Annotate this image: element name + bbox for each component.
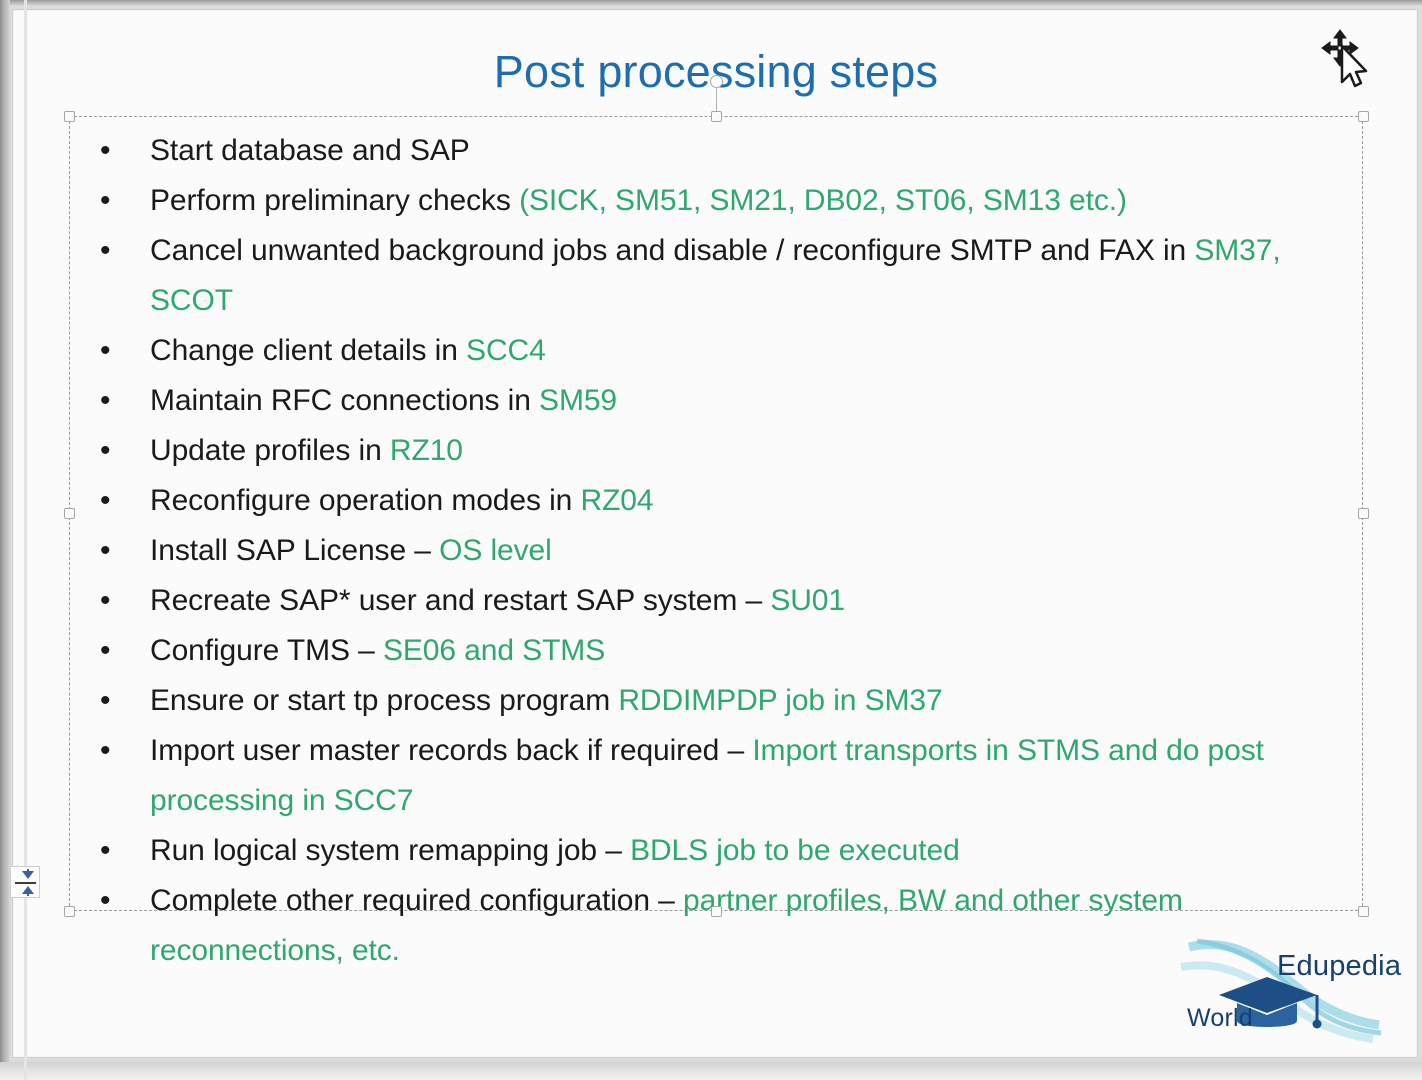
slide-title[interactable]: Post processing steps xyxy=(493,46,939,97)
window-top-border xyxy=(0,0,1422,7)
logo-text-world: World xyxy=(1187,1004,1253,1032)
bullet-text-segment: RZ04 xyxy=(580,484,654,517)
bullet-item-reconfigure-operation-modes[interactable]: • Reconfigure operation modes in RZ04 xyxy=(70,476,1364,526)
bullet-text-segment: Configure TMS – xyxy=(150,634,383,667)
bullet-text-segment: Reconfigure operation modes in xyxy=(150,484,581,517)
slide-canvas[interactable]: Post processing steps • Start database an… xyxy=(12,9,1418,1058)
split-stem-bottom xyxy=(27,891,29,896)
rotation-stem xyxy=(716,87,717,115)
bullet-text-segment: Recreate SAP* user and restart SAP syste… xyxy=(150,584,771,617)
bullet-marker-icon: • xyxy=(100,234,111,267)
bullet-text-segment: Start database and SAP xyxy=(150,134,470,167)
bullet-text-segment: Run logical system remapping job – xyxy=(150,834,631,867)
bullet-item-update-profiles[interactable]: • Update profiles in RZ10 xyxy=(70,426,1364,476)
arrow-up-icon xyxy=(22,886,34,894)
bullet-list[interactable]: • Start database and SAP • Perform prelimin… xyxy=(70,126,1364,976)
bullet-item-perform-preliminary-checks[interactable]: • Perform preliminary checks (SICK, SM51,… xyxy=(70,176,1364,226)
bullet-item-maintain-rfc-connections[interactable]: • Maintain RFC connections in SM59 xyxy=(70,376,1364,426)
bullet-marker-icon: • xyxy=(100,334,111,367)
bullet-marker-icon: • xyxy=(100,134,111,167)
content-placeholder[interactable]: • Start database and SAP • Perform prelimin… xyxy=(64,75,1369,967)
bullet-text-segment: Ensure or start tp process program xyxy=(150,684,619,717)
resize-handle-middle-left[interactable] xyxy=(64,508,75,519)
bullet-item-ensure-or-start-tp-process[interactable]: • Ensure or start tp process program RDDI… xyxy=(70,676,1364,726)
bullet-item-start-database-and-sap[interactable]: • Start database and SAP xyxy=(70,126,1364,176)
resize-handle-bottom-left[interactable] xyxy=(64,906,75,917)
bullet-text-segment: SM59 xyxy=(539,384,618,417)
bullet-text-segment: RDDIMPDP job in SM37 xyxy=(618,684,943,717)
split-divider-line xyxy=(15,882,36,884)
bullet-item-complete-other-configuration[interactable]: • Complete other required configuration –… xyxy=(70,876,1364,976)
bullet-text-segment: SCC4 xyxy=(466,334,546,367)
edupedia-world-logo: Edupedia World xyxy=(1167,933,1407,1051)
bullet-marker-icon: • xyxy=(100,434,111,467)
bullet-text-segment: Update profiles in xyxy=(150,434,390,467)
bullet-marker-icon: • xyxy=(100,834,111,867)
move-cursor-icon xyxy=(1320,28,1376,90)
logo-graphic xyxy=(1180,938,1382,1043)
bullet-text-segment: OS level xyxy=(439,534,552,567)
bullet-text-segment: BDLS job to be executed xyxy=(630,834,960,867)
split-pane-toggle-button[interactable] xyxy=(10,866,40,898)
resize-handle-middle-right[interactable] xyxy=(1358,508,1369,519)
window-left-border xyxy=(0,0,10,1080)
bullet-marker-icon: • xyxy=(100,684,111,717)
bullet-text-segment: Change client details in xyxy=(150,334,467,367)
resize-handle-top-left[interactable] xyxy=(64,111,75,122)
bullet-text-segment: SM37, SCOT xyxy=(150,234,1281,317)
bullet-text-segment: RZ10 xyxy=(389,434,463,467)
resize-handle-top-center[interactable] xyxy=(711,111,722,122)
bullet-marker-icon: • xyxy=(100,584,111,617)
bullet-text-segment: Maintain RFC connections in xyxy=(150,384,540,417)
bullet-marker-icon: • xyxy=(100,534,111,567)
logo-text-edupedia: Edupedia xyxy=(1277,950,1402,982)
bullet-item-configure-tms[interactable]: • Configure TMS – SE06 and STMS xyxy=(70,626,1364,676)
bullet-marker-icon: • xyxy=(100,634,111,667)
bullet-text-segment: (SICK, SM51, SM21, DB02, ST06, SM13 etc.… xyxy=(519,184,1127,217)
bullet-item-install-sap-license[interactable]: • Install SAP License – OS level xyxy=(70,526,1364,576)
bullet-text-segment: Cancel unwanted background jobs and disa… xyxy=(150,234,1195,267)
bullet-marker-icon: • xyxy=(100,384,111,417)
bullet-marker-icon: • xyxy=(100,484,111,517)
bullet-item-run-logical-system-remapping[interactable]: • Run logical system remapping job – BDLS… xyxy=(70,826,1364,876)
bullet-text-segment: Complete other required configuration – xyxy=(150,884,683,917)
resize-handle-bottom-right[interactable] xyxy=(1358,906,1369,917)
bullet-text-segment: Import user master records back if requi… xyxy=(150,734,753,767)
pane-divider-rail xyxy=(24,0,27,1080)
bullet-item-cancel-unwanted-background-jobs[interactable]: • Cancel unwanted background jobs and dis… xyxy=(70,226,1364,326)
bullet-item-recreate-sap-user[interactable]: • Recreate SAP* user and restart SAP syst… xyxy=(70,576,1364,626)
bullet-text-segment: SE06 and STMS xyxy=(382,634,606,667)
bullet-text-segment: SU01 xyxy=(770,584,845,617)
resize-handle-bottom-center[interactable] xyxy=(711,906,722,917)
window-bottom-border xyxy=(0,1062,1422,1080)
bullet-text-segment: Install SAP License – xyxy=(150,534,440,567)
bullet-item-import-user-master-records[interactable]: • Import user master records back if requ… xyxy=(70,726,1364,826)
bullet-text-segment: Import transports in STMS and do post pr… xyxy=(150,734,1264,817)
bullet-marker-icon: • xyxy=(100,184,111,217)
rotation-handle-icon[interactable] xyxy=(710,75,723,88)
bullet-marker-icon: • xyxy=(100,884,111,917)
arrow-down-icon xyxy=(22,871,34,879)
bullet-item-change-client-details[interactable]: • Change client details in SCC4 xyxy=(70,326,1364,376)
bullet-text-segment: Perform preliminary checks xyxy=(150,184,520,217)
bullet-text-segment: partner profiles, BW and other system re… xyxy=(150,884,1183,967)
resize-handle-top-right[interactable] xyxy=(1358,111,1369,122)
bullet-marker-icon: • xyxy=(100,734,111,767)
